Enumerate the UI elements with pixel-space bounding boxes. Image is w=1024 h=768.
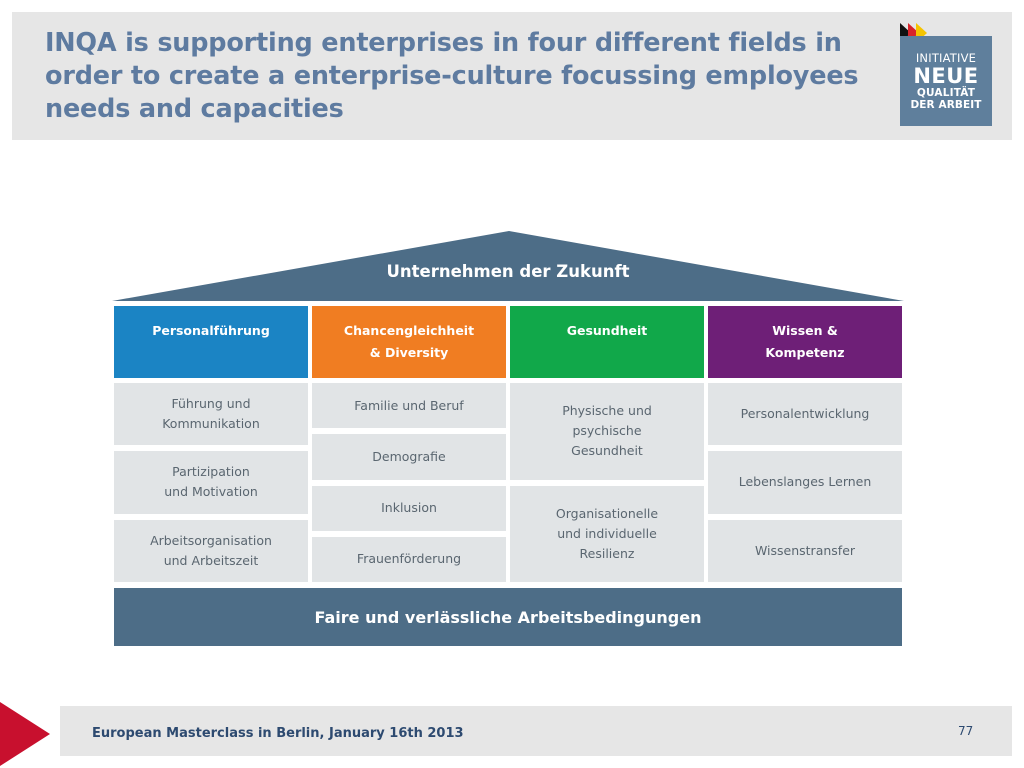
pillar-item-label: Personalentwicklung xyxy=(740,406,870,422)
header-band xyxy=(12,12,1012,140)
pillar-item: Personalentwicklung xyxy=(708,383,902,446)
pillar-item-label: Familie und Beruf xyxy=(354,397,464,413)
pillar-item: Organisationelle und individuelle Resili… xyxy=(510,485,704,582)
logo-box: INITIATIVE NEUE QUALITÄT DER ARBEIT xyxy=(900,36,992,126)
house-foundation: Faire und verlässliche Arbeitsbedingunge… xyxy=(114,588,902,646)
pillar-header: Chancengleichheit & Diversity xyxy=(312,306,506,378)
page-number: 77 xyxy=(958,724,974,738)
pillar-item-label: Physische und psychische Gesundheit xyxy=(562,403,652,459)
foundation-label: Faire und verlässliche Arbeitsbedingunge… xyxy=(314,607,702,627)
pillar-item-label: Demografie xyxy=(372,448,446,464)
pillar-item: Inklusion xyxy=(312,485,506,531)
logo-text-line2: NEUE xyxy=(913,64,979,88)
house-roof xyxy=(112,231,904,301)
pillar-item: Physische und psychische Gesundheit xyxy=(510,383,704,480)
inqa-logo: INITIATIVE NEUE QUALITÄT DER ARBEIT xyxy=(898,20,994,128)
pillar-item-label: Wissenstransfer xyxy=(754,542,856,558)
pillar-item-label: Führung und Kommunikation xyxy=(162,396,260,432)
slide-title: INQA is supporting enterprises in four d… xyxy=(45,28,859,124)
logo-text-line1: INITIATIVE xyxy=(915,51,977,65)
pillar-item-label: Frauenförderung xyxy=(356,551,462,567)
pillar-item-label: Arbeitsorganisation und Arbeitszeit xyxy=(150,532,272,568)
pillar-item: Führung und Kommunikation xyxy=(114,383,308,446)
pillar-header: Wissen & Kompetenz xyxy=(708,306,902,378)
logo-text-line4: DER ARBEIT xyxy=(910,99,982,111)
pillar-header: Gesundheit xyxy=(510,306,704,378)
pillar-item: Lebenslanges Lernen xyxy=(708,451,902,514)
pillar-item: Arbeitsorganisation und Arbeitszeit xyxy=(114,519,308,582)
pillar-item: Partizipation und Motivation xyxy=(114,451,308,514)
pillar-item: Familie und Beruf xyxy=(312,383,506,429)
pillar-item: Frauenförderung xyxy=(312,536,506,582)
roof-label: Unternehmen der Zukunft xyxy=(386,262,630,281)
logo-text-line3: QUALITÄT xyxy=(916,87,976,99)
pillar-item: Wissenstransfer xyxy=(708,519,902,582)
pillar-item-label: Partizipation und Motivation xyxy=(164,464,258,500)
pillar-header: Personalführung xyxy=(114,306,308,378)
footer-band xyxy=(60,706,1012,756)
footer-arrow-icon xyxy=(0,702,50,766)
pillar-item-label: Organisationelle und individuelle Resili… xyxy=(555,505,659,561)
pillar-item-label: Inklusion xyxy=(381,500,437,516)
pillar-item-label: Lebenslanges Lernen xyxy=(738,474,872,490)
footer-text: European Masterclass in Berlin, January … xyxy=(92,726,464,741)
pillar-item: Demografie xyxy=(312,434,506,480)
